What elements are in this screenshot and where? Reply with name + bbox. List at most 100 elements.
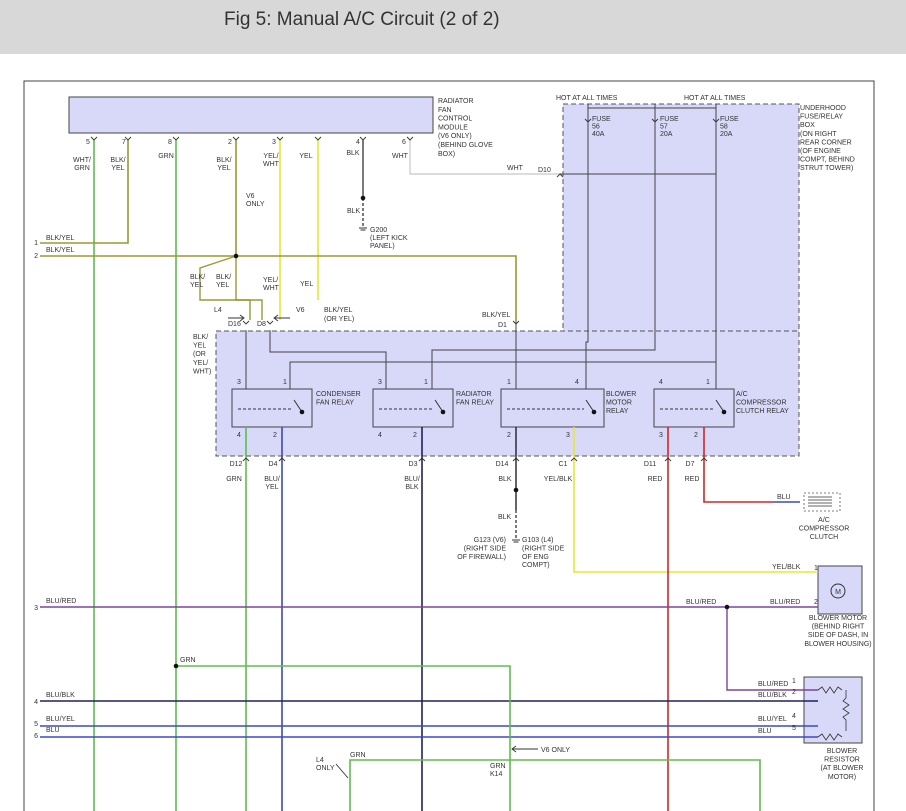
connector-chevron [232,136,240,141]
hot-at-all-times-label: HOT AT ALL TIMES [556,95,618,102]
rad-module-label: FAN [438,107,452,114]
wire-label: YEL [216,282,229,289]
connector-chevron [512,320,520,325]
blower-resistor-label: (AT BLOWER [821,765,864,772]
wire-label: BLU/RED [770,599,800,606]
resistor-zigzag [817,733,843,741]
pin-number: 2 [792,689,796,696]
wire-label: BLK [347,208,361,215]
connector-label: GRN [490,763,506,770]
wire-label: GRN [350,752,366,759]
wire-label: (OR YEL) [324,316,354,323]
pin-number: 1 [507,379,511,386]
wire-grn-l4 [349,759,761,811]
v6-only-label: ONLY [246,201,265,208]
wire-label: WHT) [193,368,211,375]
wire-label: BLU/ [404,476,420,483]
wire-blk-yel-pin7 [40,140,129,244]
ground-label: OF ENG [522,554,549,561]
blower-motor-label: BLOWER MOTOR [809,615,867,622]
wire-wht-pin6 [409,140,560,175]
wire-label: BLU/RED [46,598,76,605]
blower-resistor-box [803,676,863,744]
relay-label: CONDENSER [316,391,361,398]
v6-label: V6 [296,307,305,314]
relay-label: RELAY [606,408,629,415]
ground-label: G123 (V6) [474,537,506,544]
pin-number: 2 [694,432,698,439]
header-bar: Fig 5: Manual A/C Circuit (2 of 2) [0,0,906,54]
splice-dot [724,604,730,610]
arrow-l4-only [335,763,349,779]
wire-label: BLU [46,727,60,734]
arrow-l4 [228,314,245,322]
pin-number: 2 [228,139,232,146]
connector-chevron [172,136,180,141]
pin-number: 5 [34,721,38,728]
wire-yel-blk-c1 [573,427,818,573]
wire-label: BLK/YEL [324,307,353,314]
symbols [90,118,850,779]
relay-box [653,388,735,428]
connector-chevron [276,136,284,141]
relay-contact [721,409,727,415]
l4-only-label: ONLY [316,765,335,772]
relay-box [231,388,313,428]
relay-label: FAN RELAY [456,400,494,407]
wire-fuse57-feed [431,104,656,389]
pin-number: 2 [814,599,818,606]
pin-number: 4 [237,432,241,439]
relay-switch [585,399,595,413]
wire-label: BLU/RED [686,599,716,606]
wire-label: YEL/BLK [772,564,801,571]
pin-number: 3 [272,139,276,146]
underhood-box-label: (ON RIGHT [800,131,837,138]
blower-resistor-label: BLOWER [827,748,857,755]
blower-resistor-label: MOTOR) [828,774,856,781]
relay-label: COMPRESSOR [736,400,787,407]
l4-label: L4 [214,307,222,314]
pin-number: 2 [273,432,277,439]
relay-contact [299,409,305,415]
relay-label: RADIATOR [456,391,492,398]
rad-module-label: (V6 ONLY) [438,133,472,140]
relay-switch [434,399,444,413]
pin-number: 4 [378,432,382,439]
wire-label: YEL/ [263,277,278,284]
blower-motor-box [817,565,863,615]
wire-blk-yel-v6 [235,256,263,320]
connector-label: D8 [257,321,266,328]
wire-label: WHT [263,161,280,168]
wire-label: BLK/ [216,274,231,281]
wire-label: BLU/YEL [758,716,787,723]
wire-label: RED [685,476,700,483]
relay-label: A/C [736,391,748,398]
wire-label: YEL [190,282,203,289]
wire-blu-red-resistor [726,607,818,691]
resistor-zigzag [817,686,843,694]
pin-number: 6 [34,733,38,740]
connector-chevron [418,457,426,462]
fuse-label: 58 [720,124,728,131]
wire-label: RED [648,476,663,483]
pin-number: 6 [402,139,406,146]
wire-label: BLK [346,150,360,157]
wire-blk-yel-branch [199,255,251,320]
blower-motor-label: (BEHIND RIGHT [812,624,865,631]
underhood-box-label: STRUT TOWER) [800,165,853,172]
wire-label: BLU [777,494,791,501]
wire-label: YEL [111,165,124,172]
wire-label: WHT [263,285,280,292]
wire-label: BLU/ [264,476,280,483]
wire-label: BLK/YEL [46,247,75,254]
splice-dot [173,663,179,669]
blower-motor-label: SIDE OF DASH, IN [808,632,868,639]
wire-label: YEL [265,484,278,491]
pin-number: 1 [283,379,287,386]
pin-number: 1 [34,240,38,247]
pin-number: 4 [34,699,38,706]
connector-chevron [700,457,708,462]
connector-chevron [570,457,578,462]
wire-label: BLK [405,484,419,491]
